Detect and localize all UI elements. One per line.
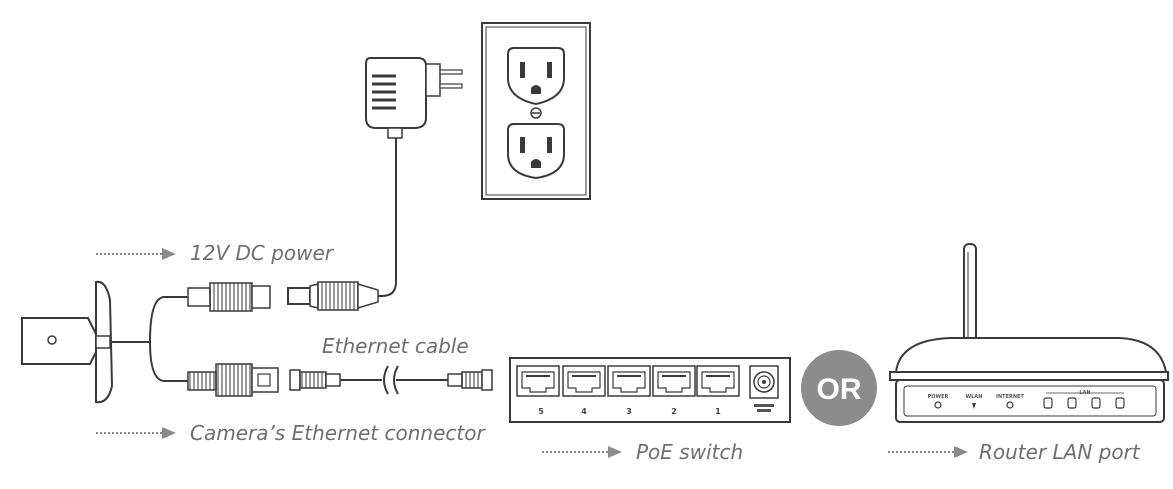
camera-ethernet-connector — [187, 363, 279, 397]
switch-port-4 — [562, 365, 606, 397]
arrow-router-lan — [888, 446, 968, 458]
router-lan-port-light — [1067, 397, 1077, 409]
router-power-light — [934, 401, 942, 409]
switch-port-1 — [696, 365, 740, 397]
arrow-poe-switch — [542, 446, 622, 458]
camera-connector-label: Camera’s Ethernet connector — [190, 421, 485, 445]
router-lan-port-light — [1115, 397, 1125, 409]
router-wlan-label: WLAN — [966, 394, 983, 400]
camera-body — [21, 280, 114, 404]
poe-switch: 5 4 3 2 1 — [509, 357, 791, 423]
router-internet-light — [1006, 401, 1014, 409]
switch-port-3 — [607, 365, 651, 397]
adapter-cord — [378, 138, 397, 297]
router-power-label: POWER — [928, 394, 949, 400]
switch-port-label: 3 — [626, 407, 632, 416]
router-lan-port-label: Router LAN port — [979, 440, 1140, 464]
router-wlan-light — [972, 403, 976, 409]
or-text: OR — [817, 373, 862, 406]
rj45-plug-left — [289, 369, 341, 391]
dc-power-label: 12V DC power — [190, 241, 334, 265]
ethernet-cable-label: Ethernet cable — [322, 334, 469, 358]
power-adapter — [365, 57, 463, 139]
ethernet-cable — [340, 365, 448, 395]
camera-pigtail — [110, 296, 188, 382]
switch-port-label: 1 — [715, 407, 721, 416]
rj45-plug-right — [447, 369, 493, 391]
poe-switch-label: PoE switch — [636, 440, 744, 464]
switch-port-2 — [652, 365, 696, 397]
wall-outlet — [481, 22, 591, 200]
switch-port-label: 4 — [581, 407, 587, 416]
arrow-camera-connector — [96, 427, 176, 439]
switch-port-5 — [516, 365, 560, 397]
switch-port-label: 5 — [538, 407, 544, 416]
router-lan-label: LAN — [1079, 390, 1090, 396]
dc-power-jack — [187, 282, 271, 312]
switch-port-label: 2 — [671, 407, 677, 416]
switch-dc-jack — [749, 365, 779, 412]
router: POWER WLAN INTERNET LAN — [889, 243, 1169, 423]
or-badge: OR — [801, 350, 877, 426]
arrow-dc-power — [96, 248, 176, 260]
router-internet-label: INTERNET — [996, 394, 1024, 400]
router-lan-port-light — [1043, 397, 1053, 409]
router-lan-port-light — [1091, 397, 1101, 409]
dc-barrel-plug — [287, 281, 379, 311]
